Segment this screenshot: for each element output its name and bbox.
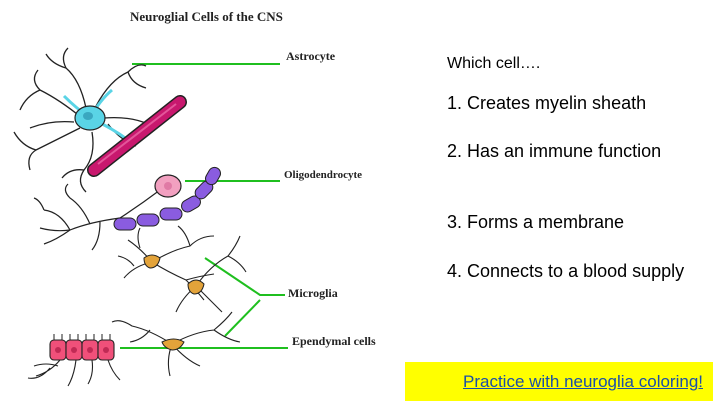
question-2: 2. Has an immune function [447,141,662,161]
question-3: 3. Forms a membrane [447,212,625,232]
diagram-title: Neuroglial Cells of the CNS [130,9,283,24]
ependymal-label: Ependymal cells [292,334,376,348]
ependymal-cells [27,334,121,387]
oligodendrocyte-cell [33,166,221,251]
question-1: 1. Creates myelin sheath [447,93,647,113]
blood-vessel [87,95,187,177]
astrocyte-cell [13,47,149,193]
microglia-cells [111,225,247,377]
label-lines [120,63,288,349]
questions-intro: Which cell…. [447,55,541,72]
question-4: 4. Connects to a blood supply [447,261,685,281]
practice-coloring-link[interactable]: Practice with neuroglia coloring! [462,371,703,391]
microglia-line-upper [204,257,285,296]
microglia-label: Microglia [288,286,338,300]
practice-link-box: Practice with neuroglia coloring! [405,362,713,401]
oligodendrocyte-label: Oligodendrocyte [284,169,362,181]
neuroglia-diagram: Neuroglial Cells of the CNS Astrocyte Ol… [13,9,376,387]
astrocyte-label: Astrocyte [286,49,336,63]
microglia-line-lower [224,299,261,337]
